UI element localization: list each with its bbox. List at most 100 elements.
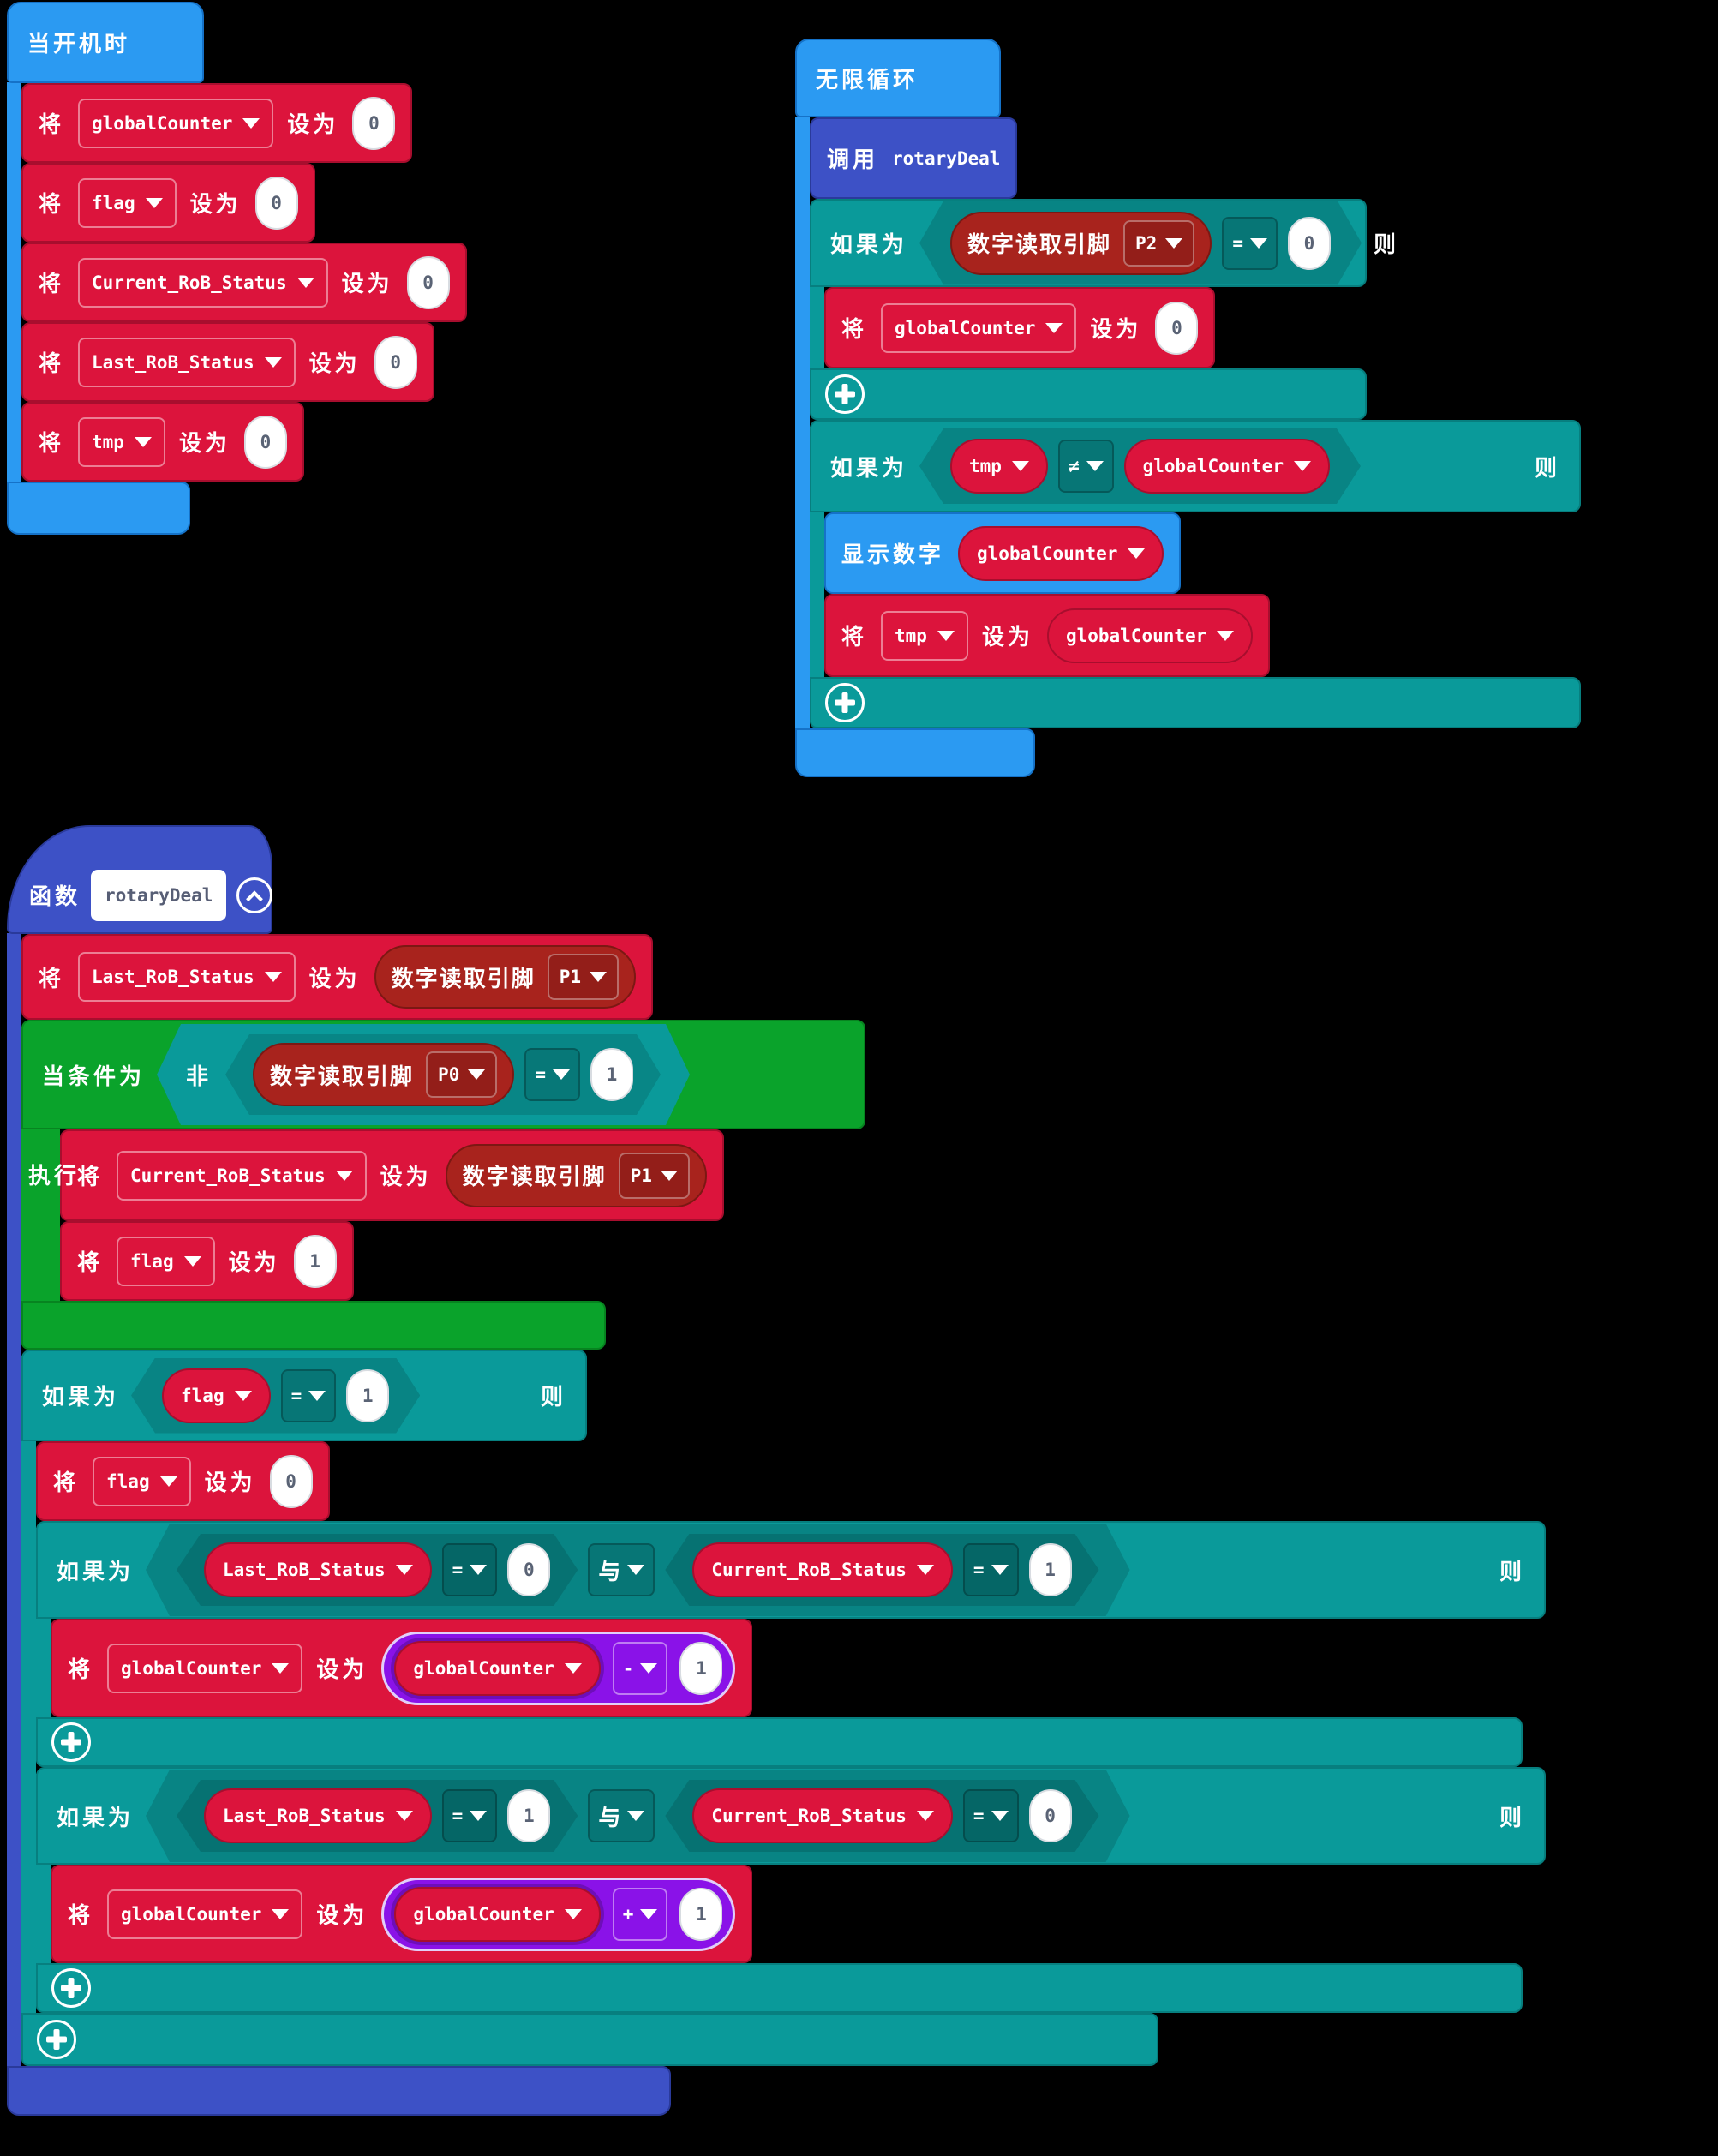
set-variable-block[interactable]: 将 tmp 设为 globalCounter bbox=[824, 594, 1271, 677]
variable-dropdown[interactable]: flag bbox=[78, 177, 177, 228]
set-variable-block[interactable]: 将 globalCounter 设为 0 bbox=[824, 287, 1216, 368]
set-variable-block[interactable]: 将 globalCounter 设为 globalCounter bbox=[51, 1619, 753, 1717]
operator-dropdown[interactable]: = bbox=[281, 1369, 337, 1422]
variable-dropdown[interactable]: tmp bbox=[78, 416, 165, 467]
if-header[interactable]: 如果为 数字读取引脚 P2 = 0 bbox=[810, 199, 1396, 287]
number-input[interactable]: 1 bbox=[507, 1789, 550, 1842]
if-block[interactable]: 如果为 Last_RoB_Status = bbox=[36, 1767, 1546, 2013]
on-start-hat[interactable]: 当开机时 bbox=[7, 2, 204, 83]
set-variable-block[interactable]: 将 flag 设为 1 bbox=[60, 1221, 354, 1301]
set-variable-block[interactable]: 将 Current_RoB_Status 设为 数字读取引脚 P1 bbox=[60, 1129, 724, 1221]
number-input[interactable]: 0 bbox=[254, 176, 298, 230]
operator-dropdown[interactable]: = bbox=[963, 1789, 1019, 1842]
if-header[interactable]: 如果为 tmp ≠ globalCounter bbox=[810, 420, 1581, 512]
number-input[interactable]: 1 bbox=[679, 1641, 723, 1695]
call-function-block[interactable]: 调用 rotaryDeal bbox=[810, 117, 1018, 199]
if-header[interactable]: 如果为 Last_RoB_Status = bbox=[36, 1521, 1546, 1619]
while-block[interactable]: 执行 当条件为 非 数字读取引脚 P0 bbox=[21, 1020, 865, 1350]
function-name-input[interactable]: rotaryDeal bbox=[91, 869, 227, 921]
operator-dropdown[interactable]: ≠ bbox=[1058, 440, 1114, 493]
number-input[interactable]: 0 bbox=[269, 1454, 313, 1508]
pin-dropdown[interactable]: P1 bbox=[547, 954, 619, 1000]
variable-reporter[interactable]: tmp bbox=[950, 439, 1048, 494]
if-block[interactable]: 如果为 数字读取引脚 P2 = 0 bbox=[810, 199, 1396, 420]
number-input[interactable]: 1 bbox=[346, 1369, 389, 1422]
math-expression-block[interactable]: globalCounter - 1 bbox=[381, 1631, 736, 1705]
variable-reporter[interactable]: globalCounter bbox=[1124, 439, 1330, 494]
operator-dropdown[interactable]: = bbox=[524, 1048, 580, 1101]
set-variable-block[interactable]: 将 Last_RoB_Status 设为 0 bbox=[21, 322, 434, 402]
variable-dropdown[interactable]: Last_RoB_Status bbox=[78, 952, 296, 1002]
digital-read-pin-block[interactable]: 数字读取引脚 P2 bbox=[950, 212, 1212, 275]
math-expression-block[interactable]: globalCounter + 1 bbox=[381, 1877, 736, 1951]
variable-dropdown[interactable]: flag bbox=[117, 1236, 215, 1286]
set-variable-block[interactable]: 将 globalCounter 设为 globalCounter bbox=[51, 1865, 753, 1963]
operator-dropdown[interactable]: = bbox=[442, 1789, 498, 1842]
variable-reporter[interactable]: globalCounter bbox=[394, 1640, 601, 1696]
if-block[interactable]: 如果为 Last_RoB_Status = bbox=[36, 1521, 1546, 1767]
variable-dropdown[interactable]: tmp bbox=[881, 610, 968, 661]
variable-reporter[interactable]: globalCounter bbox=[958, 525, 1164, 581]
variable-dropdown[interactable]: Current_RoB_Status bbox=[117, 1150, 367, 1201]
pin-dropdown[interactable]: P2 bbox=[1123, 220, 1194, 267]
number-input[interactable]: 0 bbox=[374, 335, 417, 389]
on-start-block[interactable]: 当开机时 将 globalCounter 设为 0 将 flag 设为 0 bbox=[7, 2, 467, 535]
set-variable-block[interactable]: 将 flag 设为 0 bbox=[36, 1441, 330, 1521]
if-block[interactable]: 如果为 flag = 1 则 bbox=[21, 1350, 1546, 2066]
expand-plus-icon[interactable] bbox=[51, 1968, 91, 2008]
variable-reporter[interactable]: Current_RoB_Status bbox=[692, 1788, 953, 1843]
set-variable-block[interactable]: 将 flag 设为 0 bbox=[21, 163, 315, 243]
collapse-button[interactable] bbox=[236, 877, 273, 913]
operator-dropdown[interactable]: = bbox=[442, 1543, 498, 1596]
variable-dropdown[interactable]: Last_RoB_Status bbox=[78, 337, 296, 387]
number-input[interactable]: 0 bbox=[1288, 217, 1331, 270]
forever-block[interactable]: 无限循环 调用 rotaryDeal 如果为 数字读取引脚 P2 bbox=[795, 39, 1581, 777]
not-block[interactable]: 非 数字读取引脚 P0 = bbox=[157, 1024, 690, 1125]
show-number-block[interactable]: 显示数字 globalCounter bbox=[824, 512, 1182, 594]
number-input[interactable]: 0 bbox=[352, 96, 396, 150]
variable-dropdown[interactable]: Current_RoB_Status bbox=[78, 257, 328, 308]
variable-dropdown[interactable]: globalCounter bbox=[107, 1889, 303, 1939]
pin-dropdown[interactable]: P1 bbox=[618, 1152, 690, 1199]
set-variable-block[interactable]: 将 globalCounter 设为 0 bbox=[21, 83, 413, 163]
expand-plus-icon[interactable] bbox=[37, 2020, 76, 2059]
variable-dropdown[interactable]: globalCounter bbox=[881, 302, 1077, 353]
number-input[interactable]: 0 bbox=[243, 415, 287, 469]
variable-dropdown[interactable]: flag bbox=[93, 1456, 191, 1506]
math-operator-dropdown[interactable]: - bbox=[612, 1641, 668, 1695]
variable-dropdown[interactable]: globalCounter bbox=[107, 1643, 303, 1693]
operator-dropdown[interactable]: = bbox=[963, 1543, 1019, 1596]
number-input[interactable]: 0 bbox=[1029, 1789, 1072, 1842]
while-header[interactable]: 当条件为 非 数字读取引脚 P0 bbox=[21, 1020, 865, 1129]
set-variable-block[interactable]: 将 Last_RoB_Status 设为 数字读取引脚 P1 bbox=[21, 934, 653, 1020]
number-input[interactable]: 1 bbox=[590, 1048, 633, 1101]
if-header[interactable]: 如果为 flag = 1 则 bbox=[21, 1350, 587, 1441]
number-input[interactable]: 1 bbox=[1029, 1543, 1072, 1596]
digital-read-pin-block[interactable]: 数字读取引脚 P1 bbox=[374, 945, 636, 1009]
number-input[interactable]: 0 bbox=[406, 255, 450, 309]
pin-dropdown[interactable]: P0 bbox=[426, 1051, 497, 1098]
expand-plus-icon[interactable] bbox=[825, 683, 865, 722]
and-dropdown[interactable]: 与 bbox=[588, 1789, 655, 1842]
set-variable-block[interactable]: 将 tmp 设为 0 bbox=[21, 402, 304, 482]
and-dropdown[interactable]: 与 bbox=[588, 1543, 655, 1596]
if-block[interactable]: 如果为 tmp ≠ globalCounter bbox=[810, 420, 1581, 728]
number-input[interactable]: 1 bbox=[679, 1887, 723, 1941]
set-variable-block[interactable]: 将 Current_RoB_Status 设为 0 bbox=[21, 243, 467, 322]
variable-reporter[interactable]: Last_RoB_Status bbox=[204, 1788, 432, 1843]
variable-dropdown[interactable]: globalCounter bbox=[78, 98, 274, 148]
function-definition-block[interactable]: 函数 rotaryDeal 将 Last_RoB_Status 设为 数字读取引… bbox=[7, 825, 1546, 2116]
variable-reporter[interactable]: globalCounter bbox=[1046, 608, 1254, 663]
expand-plus-icon[interactable] bbox=[51, 1722, 91, 1762]
variable-reporter[interactable]: globalCounter bbox=[394, 1886, 601, 1942]
variable-reporter[interactable]: Current_RoB_Status bbox=[692, 1542, 953, 1597]
if-header[interactable]: 如果为 Last_RoB_Status = bbox=[36, 1767, 1546, 1865]
math-operator-dropdown[interactable]: + bbox=[612, 1887, 668, 1941]
variable-reporter[interactable]: Last_RoB_Status bbox=[204, 1542, 432, 1597]
variable-reporter[interactable]: flag bbox=[162, 1368, 271, 1423]
number-input[interactable]: 0 bbox=[1155, 301, 1199, 355]
expand-plus-icon[interactable] bbox=[825, 374, 865, 414]
number-input[interactable]: 0 bbox=[507, 1543, 550, 1596]
function-hat[interactable]: 函数 rotaryDeal bbox=[7, 825, 273, 934]
operator-dropdown[interactable]: = bbox=[1222, 217, 1278, 270]
